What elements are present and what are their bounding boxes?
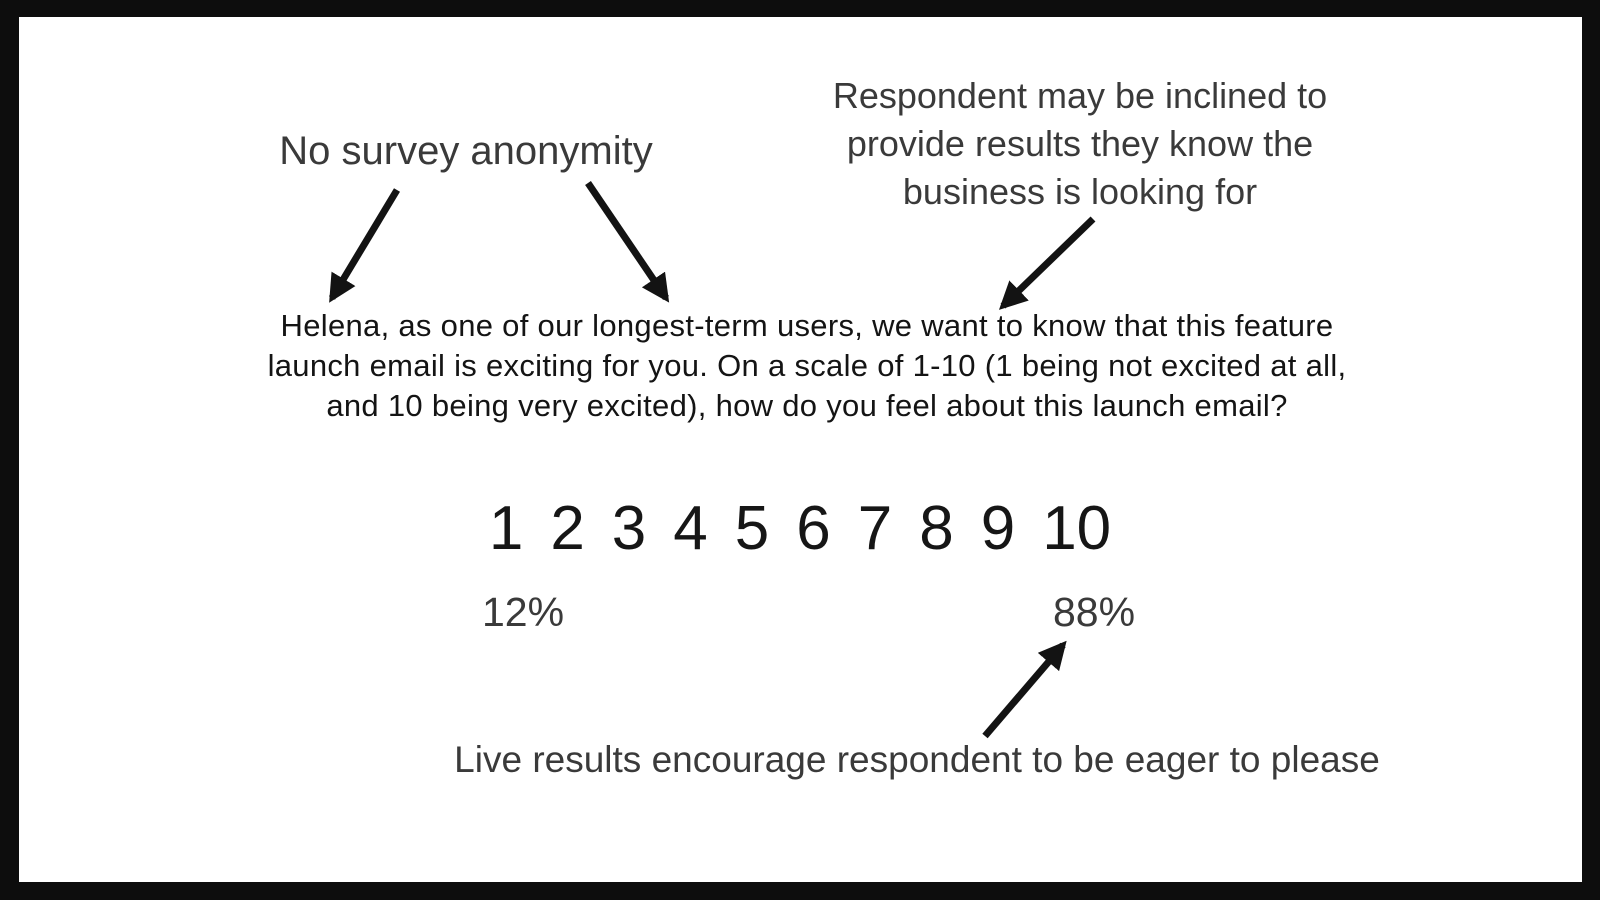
question-line: Helena, as one of our longest-term users… [280,308,1334,343]
slide-background [19,17,1582,882]
result-percent-option-1: 12% [481,589,565,635]
question-line: launch email is exciting for you. On a s… [267,348,1347,383]
bias-label-line: Respondent may be inclined to [832,75,1328,116]
bias-label-line: business is looking for [902,171,1258,212]
rating-option-9[interactable]: 9 [980,494,1016,563]
no-anonymity-label: No survey anonymity [279,129,653,173]
rating-option-5[interactable]: 5 [734,494,770,563]
bias-label-line: provide results they know the [846,123,1314,164]
rating-option-7[interactable]: 7 [857,494,893,563]
live-results-label: Live results encourage respondent to be … [454,739,1380,780]
respondent-bias-label: Respondent may be inclined to provide re… [833,72,1327,216]
survey-question: Helena, as one of our longest-term users… [268,306,1347,426]
rating-option-1[interactable]: 1 [488,494,524,563]
rating-option-8[interactable]: 8 [919,494,954,563]
rating-option-10[interactable]: 10 [1042,494,1112,563]
rating-option-3[interactable]: 3 [611,494,647,563]
result-percent-option-10: 88% [1052,589,1136,635]
rating-scale: 1 2 3 4 5 6 7 8 9 10 [0,496,1600,562]
rating-option-2[interactable]: 2 [550,494,585,563]
rating-option-6[interactable]: 6 [796,494,831,563]
rating-option-4[interactable]: 4 [673,494,708,563]
question-line: and 10 being very excited), how do you f… [326,388,1288,423]
